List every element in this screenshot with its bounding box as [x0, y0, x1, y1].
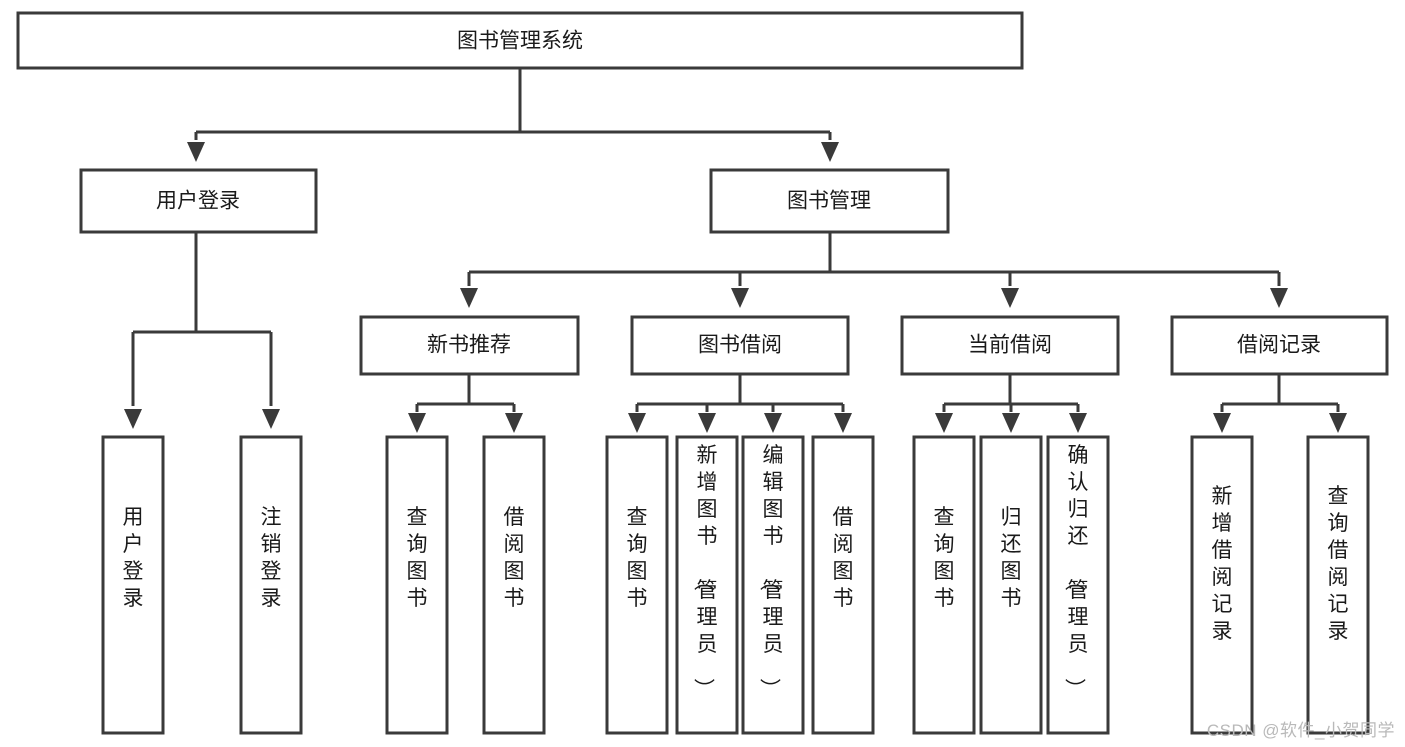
leaf-label-vertical: 查询图书 [407, 506, 428, 610]
node-new-book-recommend[interactable]: 新书推荐 [359, 315, 580, 376]
leaf-node-query-book-current[interactable]: 查询图书 [912, 435, 976, 735]
arrow-to-newbook-leaf-1 [408, 413, 426, 433]
leaf-node-user-login-action[interactable]: 用户登录 [101, 435, 165, 735]
leaf-label-vertical: 借阅图书 [833, 506, 854, 610]
leaf-box[interactable] [912, 435, 976, 735]
leaf-label-vertical: 新增图书（管理员） [692, 444, 718, 699]
node-user-login[interactable]: 用户登录 [79, 168, 318, 234]
book-management-label: 图书管理 [787, 190, 871, 213]
leaf-label-vertical: 用户登录 [123, 506, 144, 610]
leaf-label-vertical: 归还图书 [1001, 506, 1022, 610]
leaf-node-query-borrow-record[interactable]: 查询借阅记录 [1306, 435, 1370, 735]
leaf-box[interactable] [741, 435, 805, 735]
edges-layer [124, 68, 1347, 433]
arrow-to-records [1270, 288, 1288, 308]
leaf-box[interactable] [385, 435, 449, 735]
leaf-label-vertical: 确认归还（管理员） [1063, 444, 1089, 699]
arrow-to-leaf-logout [262, 409, 280, 429]
arrow-to-current-leaf-1 [935, 413, 953, 433]
leaf-node-add-book-admin[interactable]: 新增图书（管理员） [675, 435, 739, 735]
node-borrow-records[interactable]: 借阅记录 [1170, 315, 1389, 376]
leaf-box[interactable] [811, 435, 875, 735]
leaf-box[interactable] [1190, 435, 1254, 735]
arrow-to-borrow-leaf-4 [834, 413, 852, 433]
new-book-recommend-box[interactable] [359, 315, 580, 376]
leaf-node-confirm-return-admin[interactable]: 确认归还（管理员） [1046, 435, 1110, 735]
user-login-box[interactable] [79, 168, 318, 234]
leaf-label-vertical: 查询图书 [627, 506, 648, 610]
node-book-borrow[interactable]: 图书借阅 [630, 315, 850, 376]
leaf-label-vertical: 查询图书 [934, 506, 955, 610]
leaf-label-vertical: 注销登录 [261, 506, 282, 610]
leaf-box[interactable] [101, 435, 165, 735]
leaf-label-vertical: 新增借阅记录 [1212, 485, 1233, 643]
arrow-to-book-manage [821, 142, 839, 162]
root-box[interactable] [16, 11, 1024, 70]
new-book-recommend-label: 新书推荐 [427, 334, 511, 357]
leaf-node-add-borrow-record[interactable]: 新增借阅记录 [1190, 435, 1254, 735]
arrow-to-newbook-leaf-2 [505, 413, 523, 433]
book-management-box[interactable] [709, 168, 950, 234]
leaf-box[interactable] [605, 435, 669, 735]
user-login-label: 用户登录 [156, 190, 240, 213]
borrow-records-label: 借阅记录 [1237, 334, 1321, 357]
current-borrow-box[interactable] [900, 315, 1120, 376]
leaf-box[interactable] [979, 435, 1043, 735]
arrow-to-borrow-leaf-2 [698, 413, 716, 433]
leaf-label-vertical: 查询借阅记录 [1328, 485, 1349, 643]
node-current-borrow[interactable]: 当前借阅 [900, 315, 1120, 376]
leaf-box[interactable] [239, 435, 303, 735]
leaf-node-edit-book-admin[interactable]: 编辑图书（管理员） [741, 435, 805, 735]
leaf-node-query-book-borrow[interactable]: 查询图书 [605, 435, 669, 735]
arrow-to-current [1001, 288, 1019, 308]
arrow-to-borrow [731, 288, 749, 308]
arrow-to-user-login [187, 142, 205, 162]
leaf-node-return-book[interactable]: 归还图书 [979, 435, 1043, 735]
arrow-to-current-leaf-2 [1002, 413, 1020, 433]
arrow-to-borrow-leaf-1 [628, 413, 646, 433]
node-book-management[interactable]: 图书管理 [709, 168, 950, 234]
node-root-system[interactable]: 图书管理系统 [16, 11, 1024, 70]
root-label: 图书管理系统 [457, 30, 583, 53]
leaf-node-borrow-book-action[interactable]: 借阅图书 [811, 435, 875, 735]
arrow-to-records-leaf-1 [1213, 413, 1231, 433]
arrow-to-newbook [460, 288, 478, 308]
leaf-node-logout[interactable]: 注销登录 [239, 435, 303, 735]
leaf-box[interactable] [1306, 435, 1370, 735]
current-borrow-label: 当前借阅 [968, 334, 1052, 357]
arrow-to-current-leaf-3 [1069, 413, 1087, 433]
book-borrow-box[interactable] [630, 315, 850, 376]
leaf-box[interactable] [1046, 435, 1110, 735]
arrow-to-borrow-leaf-3 [764, 413, 782, 433]
leaf-node-borrow-book-recommend[interactable]: 借阅图书 [482, 435, 546, 735]
arrow-to-leaf-user-login [124, 409, 142, 429]
leaf-label-vertical: 借阅图书 [504, 506, 525, 610]
arrow-to-records-leaf-2 [1329, 413, 1347, 433]
book-borrow-label: 图书借阅 [698, 334, 782, 357]
leaf-label-vertical: 编辑图书（管理员） [758, 444, 784, 699]
leaf-node-query-book-recommend[interactable]: 查询图书 [385, 435, 449, 735]
borrow-records-box[interactable] [1170, 315, 1389, 376]
leaf-box[interactable] [675, 435, 739, 735]
leaf-box[interactable] [482, 435, 546, 735]
